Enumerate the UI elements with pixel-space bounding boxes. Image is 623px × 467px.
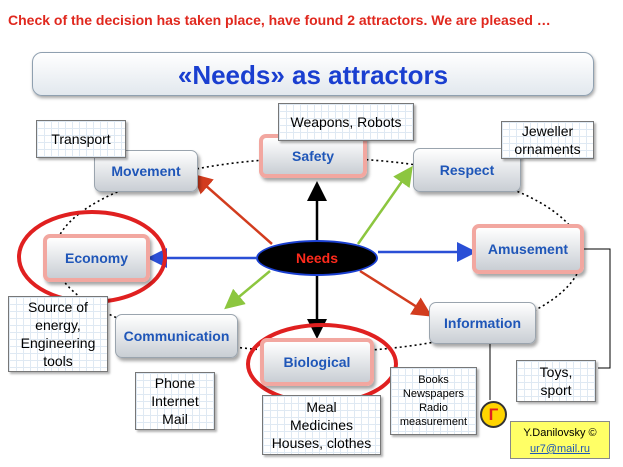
node-communication: Communication — [115, 314, 238, 358]
note-weapons: Weapons, Robots — [278, 103, 414, 141]
headline: Check of the decision has taken place, h… — [8, 12, 551, 28]
node-amusement: Amusement — [472, 224, 584, 274]
note-books: Books Newspapers Radio measurement — [390, 367, 477, 435]
node-economy: Economy — [43, 234, 150, 282]
node-biological: Biological — [260, 338, 374, 386]
note-phone: Phone Internet Mail — [135, 372, 215, 430]
arrow-to-information — [359, 269, 433, 317]
title-banner: «Needs» as attractors — [32, 52, 594, 96]
note-jeweller: Jeweller ornaments — [501, 121, 594, 159]
author-name: Y.Danilovsky © — [523, 427, 597, 439]
author-email-link[interactable]: ur7@mail.ru — [529, 443, 591, 455]
arrow-to-communication — [224, 270, 271, 310]
amusement-to-toys-line — [584, 248, 611, 369]
node-movement: Movement — [94, 150, 198, 192]
author-credit: Y.Danilovsky © ur7@mail.ru — [510, 421, 610, 459]
note-meal: Meal Medicines Houses, clothes — [262, 395, 381, 455]
note-energy: Source of energy, Engineering tools — [8, 296, 108, 372]
node-safety: Safety — [259, 134, 367, 178]
node-information: Information — [429, 302, 536, 344]
note-toys: Toys, sport — [516, 360, 596, 402]
arrow-to-movement — [192, 173, 273, 245]
arrow-to-respect — [356, 165, 413, 245]
center-needs: Needs — [256, 240, 378, 276]
note-transport: Transport — [36, 120, 126, 158]
author-logo-icon: Г — [480, 401, 507, 428]
